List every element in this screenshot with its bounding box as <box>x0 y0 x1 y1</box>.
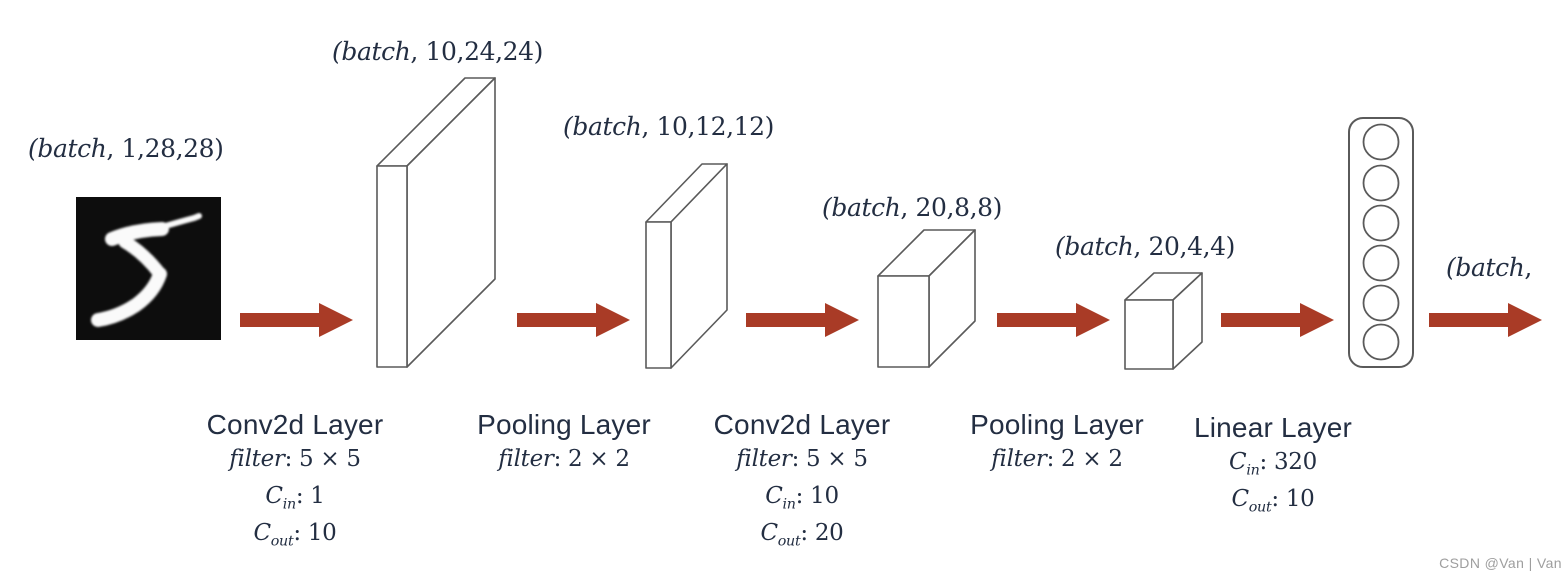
c-symbol: C <box>1229 449 1247 475</box>
layer-cout: Cout: 10 <box>165 515 425 552</box>
shape-label-dims: , 20,8,8) <box>900 193 1002 222</box>
layer-cin: Cin: 10 <box>672 478 932 515</box>
flow-arrow-5 <box>1221 303 1334 337</box>
arrow-shape <box>1429 303 1542 337</box>
layer-title: Conv2d Layer <box>713 409 891 440</box>
c-symbol: C <box>265 483 283 509</box>
c-symbol: C <box>1231 486 1249 512</box>
flow-arrow-2 <box>517 303 630 337</box>
tensor-front-face <box>645 221 672 369</box>
arrow-shape <box>997 303 1110 337</box>
shape-label-pool1-output: (batch, 10,12,12) <box>563 112 774 141</box>
filter-value: : 5 × 5 <box>284 446 361 472</box>
filter-value: : 2 × 2 <box>1046 446 1123 472</box>
layer-title: Conv2d Layer <box>206 409 384 440</box>
c-symbol: C <box>760 520 778 546</box>
layer-title: Pooling Layer <box>477 409 651 440</box>
c-value: : 1 <box>295 483 325 509</box>
filter-word: filter <box>498 446 554 472</box>
arrow-shape <box>240 303 353 337</box>
watermark: CSDN @Van | Van <box>1439 555 1562 571</box>
pool1-output-tensor <box>645 163 728 369</box>
c-value: : 10 <box>293 520 337 546</box>
layer-filter: filter: 2 × 2 <box>434 441 694 478</box>
neuron-circle <box>1362 164 1400 202</box>
flow-arrow-3 <box>746 303 859 337</box>
c-value: : 20 <box>800 520 844 546</box>
shape-label-conv2-output: (batch, 20,8,8) <box>822 193 1002 222</box>
layer-filter: filter: 2 × 2 <box>927 441 1187 478</box>
arrow-shape <box>1221 303 1334 337</box>
layer-desc-linear: Linear Layer Cin: 320 Cout: 10 <box>1143 411 1403 518</box>
conv2-output-tensor <box>877 229 976 368</box>
neuron-circle <box>1362 244 1400 282</box>
tensor-front-face <box>1124 299 1174 370</box>
shape-label-batch-word: (batch <box>1055 232 1134 261</box>
c-subscript: out <box>270 533 294 550</box>
digit-5-glyph <box>76 197 221 340</box>
pool2-output-tensor <box>1124 272 1203 370</box>
c-subscript: in <box>782 496 796 513</box>
c-value: : 320 <box>1259 449 1317 475</box>
flow-arrow-4 <box>997 303 1110 337</box>
shape-label-dims: , <box>1524 253 1532 282</box>
shape-label-batch-word: (batch <box>332 37 411 66</box>
filter-value: : 2 × 2 <box>553 446 630 472</box>
layer-cin: Cin: 320 <box>1143 444 1403 481</box>
c-symbol: C <box>765 483 783 509</box>
layer-filter: filter: 5 × 5 <box>165 441 425 478</box>
arrow-shape <box>746 303 859 337</box>
shape-label-batch-word: (batch <box>28 134 107 163</box>
layer-desc-pool1: Pooling Layer filter: 2 × 2 <box>434 408 694 478</box>
shape-label-batch-word: (batch <box>822 193 901 222</box>
shape-label-pool2-output: (batch, 20,4,4) <box>1055 232 1235 261</box>
layer-cout: Cout: 10 <box>1143 481 1403 518</box>
shape-label-dims: , 1,28,28) <box>106 134 224 163</box>
shape-label-batch-word: (batch <box>563 112 642 141</box>
c-symbol: C <box>253 520 271 546</box>
c-value: : 10 <box>1271 486 1315 512</box>
c-subscript: in <box>282 496 296 513</box>
shape-label-dims: , 20,4,4) <box>1133 232 1235 261</box>
shape-label-conv1-output: (batch, 10,24,24) <box>332 37 543 66</box>
c-subscript: out <box>777 533 801 550</box>
shape-label-batch-word: (batch <box>1446 253 1525 282</box>
filter-word: filter <box>229 446 285 472</box>
neuron-circle <box>1362 284 1400 322</box>
shape-label-final-output: (batch, <box>1446 253 1532 282</box>
layer-filter: filter: 5 × 5 <box>672 441 932 478</box>
shape-label-dims: , 10,12,12) <box>641 112 774 141</box>
c-value: : 10 <box>795 483 839 509</box>
tensor-front-face <box>877 275 930 368</box>
neuron-circle <box>1362 123 1400 161</box>
layer-title: Linear Layer <box>1193 412 1353 443</box>
layer-cin: Cin: 1 <box>165 478 425 515</box>
linear-layer-nodes <box>1348 117 1414 368</box>
tensor-front-face <box>376 165 408 368</box>
neuron-circle <box>1362 204 1400 242</box>
mnist-input-image <box>76 197 221 345</box>
layer-desc-conv2: Conv2d Layer filter: 5 × 5 Cin: 10 Cout:… <box>672 408 932 552</box>
layer-desc-conv1: Conv2d Layer filter: 5 × 5 Cin: 1 Cout: … <box>165 408 425 552</box>
filter-word: filter <box>991 446 1047 472</box>
shape-label-input: (batch, 1,28,28) <box>28 134 224 163</box>
c-subscript: out <box>1248 499 1272 516</box>
c-subscript: in <box>1246 462 1260 479</box>
arrow-shape <box>517 303 630 337</box>
neuron-circle <box>1362 323 1400 361</box>
filter-word: filter <box>736 446 792 472</box>
flow-arrow-1 <box>240 303 353 337</box>
flow-arrow-6 <box>1429 303 1542 337</box>
layer-cout: Cout: 20 <box>672 515 932 552</box>
filter-value: : 5 × 5 <box>791 446 868 472</box>
layer-title: Pooling Layer <box>970 409 1144 440</box>
tensor-side-face <box>406 77 496 368</box>
digit-strokes <box>91 213 202 327</box>
shape-label-dims: , 10,24,24) <box>410 37 543 66</box>
conv1-output-tensor <box>376 77 496 368</box>
layer-desc-pool2: Pooling Layer filter: 2 × 2 <box>927 408 1187 478</box>
